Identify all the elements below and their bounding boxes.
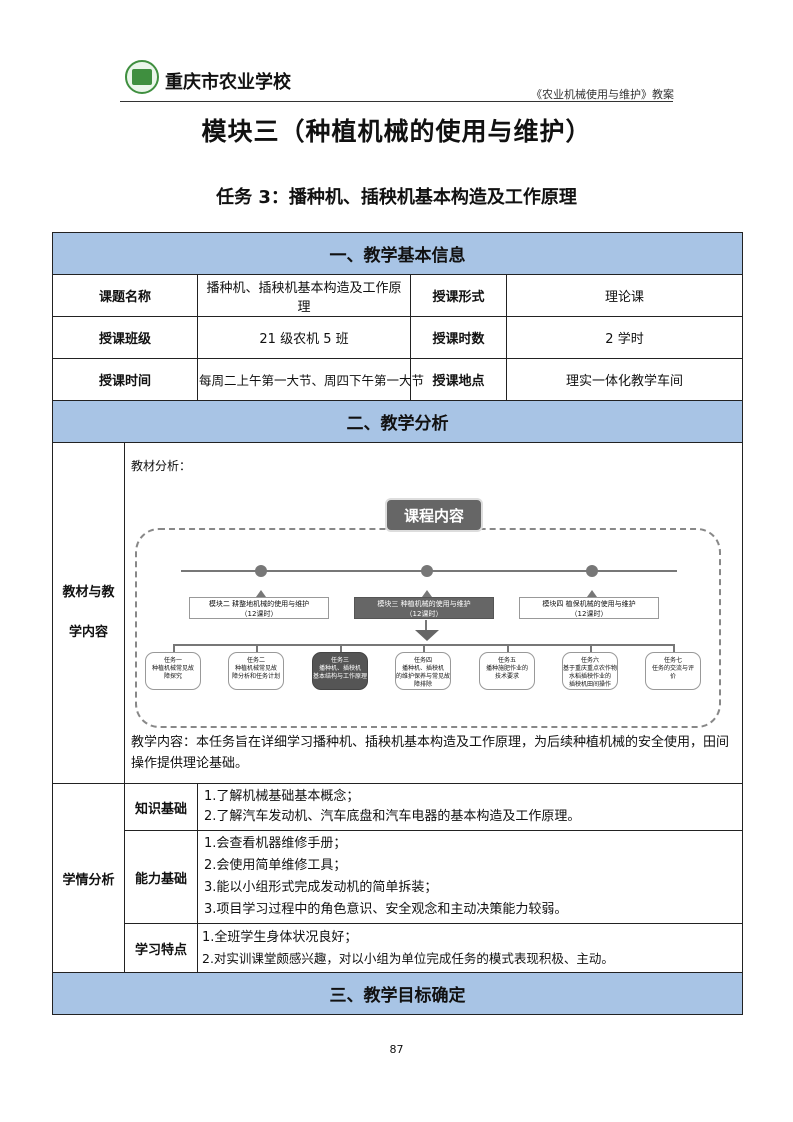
knowledge-base-list: 1.了解机械基础基本概念； 2.了解汽车发动机、汽车底盘和汽车电器的基本构造及工… — [197, 783, 743, 831]
value-class: 21 级农机 5 班 — [197, 316, 411, 359]
arrow-down-icon — [415, 630, 439, 641]
header-divider — [120, 101, 673, 102]
section-analysis-heading: 二、教学分析 — [52, 400, 743, 443]
section-basic-info-heading: 一、教学基本信息 — [52, 232, 743, 275]
timeline-dot — [255, 565, 267, 577]
task-5-box: 任务五播种施肥作业的技术要求 — [479, 652, 535, 690]
course-content-label: 课程内容 — [385, 498, 483, 532]
task-3-box: 任务三播种机、插秧机基本结构与工作原理 — [312, 652, 368, 690]
material-analysis-cell: 教材分析： 课程内容 模块二 耕整地机械的使用与维护（12课时） 模块三 种植机… — [124, 442, 743, 784]
timeline-dot — [586, 565, 598, 577]
task-7-box: 任务七任务的交流与评价 — [645, 652, 701, 690]
task-1-box: 任务一种植机械常见故障探究 — [145, 652, 201, 690]
module-3-box: 模块三 种植机械的使用与维护（12课时） — [354, 597, 494, 619]
material-intro: 教材分析： — [131, 459, 192, 473]
label-learner-analysis: 学情分析 — [52, 783, 125, 973]
value-time: 每周二上午第一大节、周四下午第一大节 — [197, 358, 424, 401]
label-learning-features: 学习特点 — [124, 923, 198, 973]
lesson-plan-table: 一、教学基本信息 课题名称 播种机、插秧机基本构造及工作原理 授课形式 理论课 … — [52, 232, 743, 1015]
label-hours: 授课时数 — [410, 316, 507, 359]
arrow-up-icon — [422, 590, 432, 597]
school-name: 重庆市农业学校 — [165, 72, 291, 93]
arrow-up-icon — [587, 590, 597, 597]
page-title: 模块三（种植机械的使用与维护） — [201, 117, 592, 146]
connector — [425, 620, 427, 630]
school-logo-icon — [125, 60, 159, 94]
task-6-box: 任务六基于重庆重点农作物水稻插秧作业的插秧机田间操作 — [562, 652, 618, 690]
arrow-up-icon — [256, 590, 266, 597]
label-teaching-form: 授课形式 — [410, 274, 507, 317]
course-content-diagram: 课程内容 模块二 耕整地机械的使用与维护（12课时） 模块三 种植机械的使用与维… — [131, 474, 736, 728]
label-location: 授课地点 — [410, 358, 507, 401]
task-2-box: 任务二种植机械常见故障分析和任务计划 — [228, 652, 284, 690]
label-ability-base: 能力基础 — [124, 830, 198, 924]
label-knowledge-base: 知识基础 — [124, 783, 198, 831]
ability-base-list: 1.会查看机器维修手册； 2.会使用简单维修工具； 3.能以小组形式完成发动机的… — [197, 830, 743, 924]
label-time: 授课时间 — [52, 358, 198, 401]
document-title: 《农业机械使用与维护》教案 — [531, 88, 674, 101]
page-header: 重庆市农业学校 《农业机械使用与维护》教案 — [0, 0, 793, 104]
value-location: 理实一体化教学车间 — [506, 358, 743, 401]
page-number: 87 — [389, 1043, 404, 1056]
label-class: 授课班级 — [52, 316, 198, 359]
label-material-content: 教材与教 学内容 — [52, 442, 125, 784]
diagram-dashed-frame — [135, 528, 721, 728]
task-4-box: 任务四播种机、插秧机的维护保养与常见故障排除 — [395, 652, 451, 690]
value-teaching-form: 理论课 — [506, 274, 743, 317]
value-hours: 2 学时 — [506, 316, 743, 359]
learning-features-list: 1.全班学生身体状况良好； 2.对实训课堂颇感兴趣，对以小组为单位完成任务的模式… — [197, 923, 743, 973]
module-2-box: 模块二 耕整地机械的使用与维护（12课时） — [189, 597, 329, 619]
task-title: 任务 3：播种机、插秧机基本构造及工作原理 — [216, 187, 577, 208]
value-course-name: 播种机、插秧机基本构造及工作原理 — [197, 274, 411, 317]
module-4-box: 模块四 植保机械的使用与维护（12课时） — [519, 597, 659, 619]
label-course-name: 课题名称 — [52, 274, 198, 317]
timeline-dot — [421, 565, 433, 577]
section-goals-heading: 三、教学目标确定 — [52, 972, 743, 1015]
teaching-content-text: 教学内容：本任务旨在详细学习播种机、插秧机基本构造及工作原理，为后续种植机械的安… — [131, 735, 730, 771]
